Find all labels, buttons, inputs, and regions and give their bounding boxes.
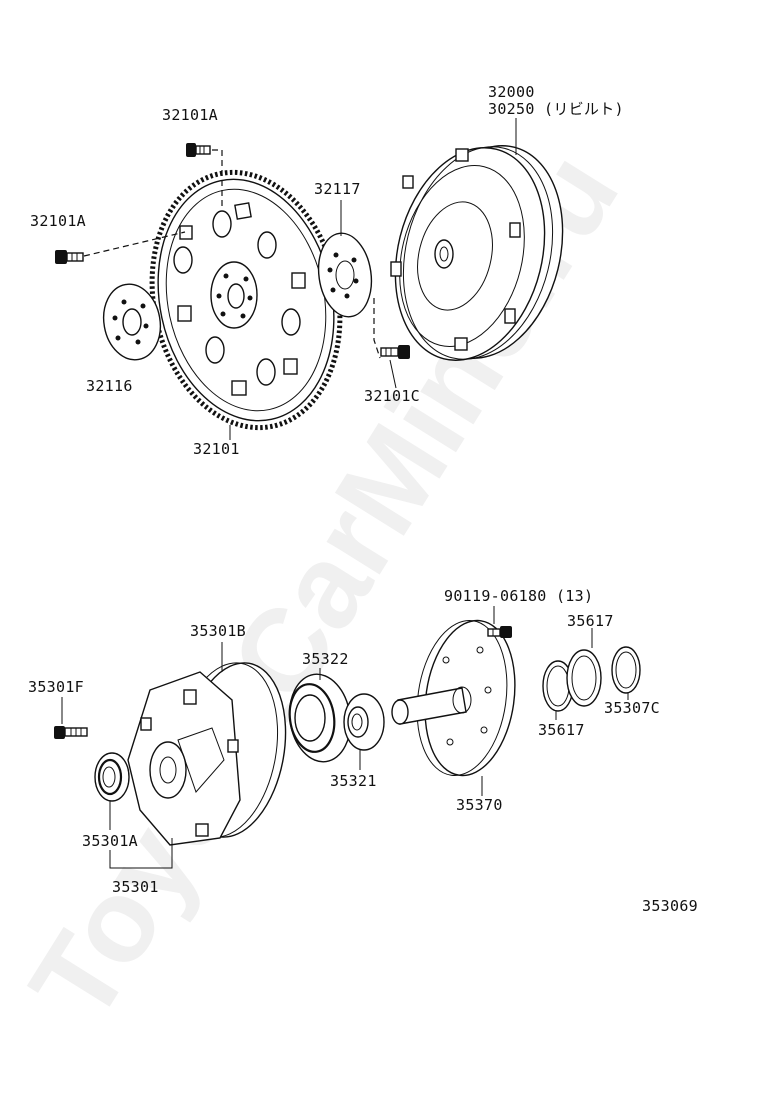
stator-shaft-35370: [391, 619, 516, 777]
label-32116: 32116: [86, 377, 133, 395]
label-35617-top: 35617: [567, 612, 614, 630]
label-35370: 35370: [456, 796, 503, 814]
label-32117: 32117: [314, 180, 361, 198]
leader-32101A-top: [212, 149, 223, 210]
bolt-32101A-top: [186, 143, 211, 157]
bolt-32101A-left: [55, 250, 84, 264]
bolt-90119-06180: [487, 626, 512, 638]
plate-32117: [317, 232, 373, 318]
label-35301F: 35301F: [28, 678, 84, 696]
diagram-id: 353069: [642, 897, 698, 915]
oil-pump-body-35301B: [127, 662, 287, 846]
label-35301B: 35301B: [190, 622, 246, 640]
label-32101A-left: 32101A: [30, 212, 86, 230]
leader-32101C-label: [389, 359, 397, 389]
label-32000: 32000: [488, 83, 535, 101]
bolt-32101C: [380, 345, 410, 359]
oil-seal-35301A: [94, 752, 130, 802]
label-32101C: 32101C: [364, 387, 420, 405]
bracket-35301: [109, 838, 173, 869]
ring-35307C: [611, 646, 641, 694]
leader-32101A-left: [83, 231, 186, 257]
label-35322: 35322: [302, 650, 349, 668]
label-35321: 35321: [330, 772, 377, 790]
seal-ring-35617-b: [566, 649, 602, 707]
leader-32101C: [373, 298, 381, 359]
plate-32116: [102, 283, 162, 361]
label-35307C: 35307C: [604, 699, 660, 717]
label-35617-bottom: 35617: [538, 721, 585, 739]
label-30250: 30250 (リビルト): [488, 100, 624, 118]
label-32101A-top: 32101A: [162, 106, 218, 124]
drive-gear-35321: [343, 693, 385, 751]
label-90119: 90119-06180 (13): [444, 587, 593, 605]
torque-converter-32000: [390, 145, 564, 361]
bolt-35301F: [54, 726, 88, 739]
label-35301A: 35301A: [82, 832, 138, 850]
label-32101: 32101: [193, 440, 240, 458]
label-35301: 35301: [112, 878, 159, 896]
